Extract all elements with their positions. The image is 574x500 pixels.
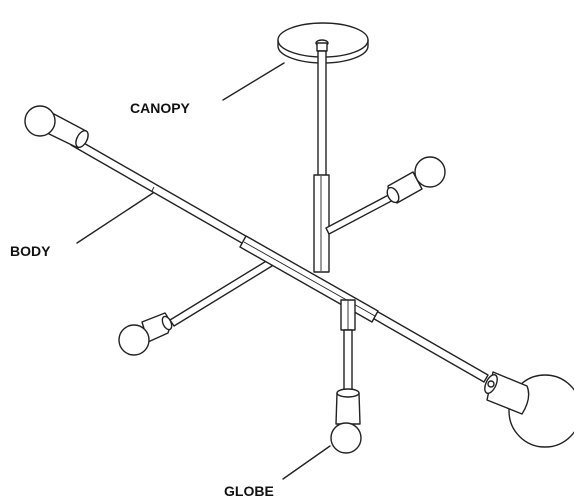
socket-bottom: [335, 388, 361, 425]
vertical-stem: [313, 50, 330, 273]
socket-upper-right: [386, 171, 423, 204]
globe-lower-left: [118, 324, 150, 356]
socket-lower-left: [141, 312, 173, 343]
label-canopy: CANOPY: [130, 100, 191, 116]
label-body: BODY: [10, 243, 51, 259]
label-globe: GLOBE: [224, 483, 274, 499]
canopy-leader: [222, 62, 285, 101]
down-stem: [340, 299, 356, 393]
arm-lower-left: [169, 259, 273, 327]
globe-bottom: [330, 422, 362, 454]
globe-leader: [282, 445, 331, 480]
globe-upper-left: [24, 105, 56, 137]
leader-lines: [76, 62, 331, 480]
globe-upper-right: [414, 156, 446, 188]
body-leader: [76, 192, 154, 244]
socket-lower-right: [484, 371, 530, 415]
